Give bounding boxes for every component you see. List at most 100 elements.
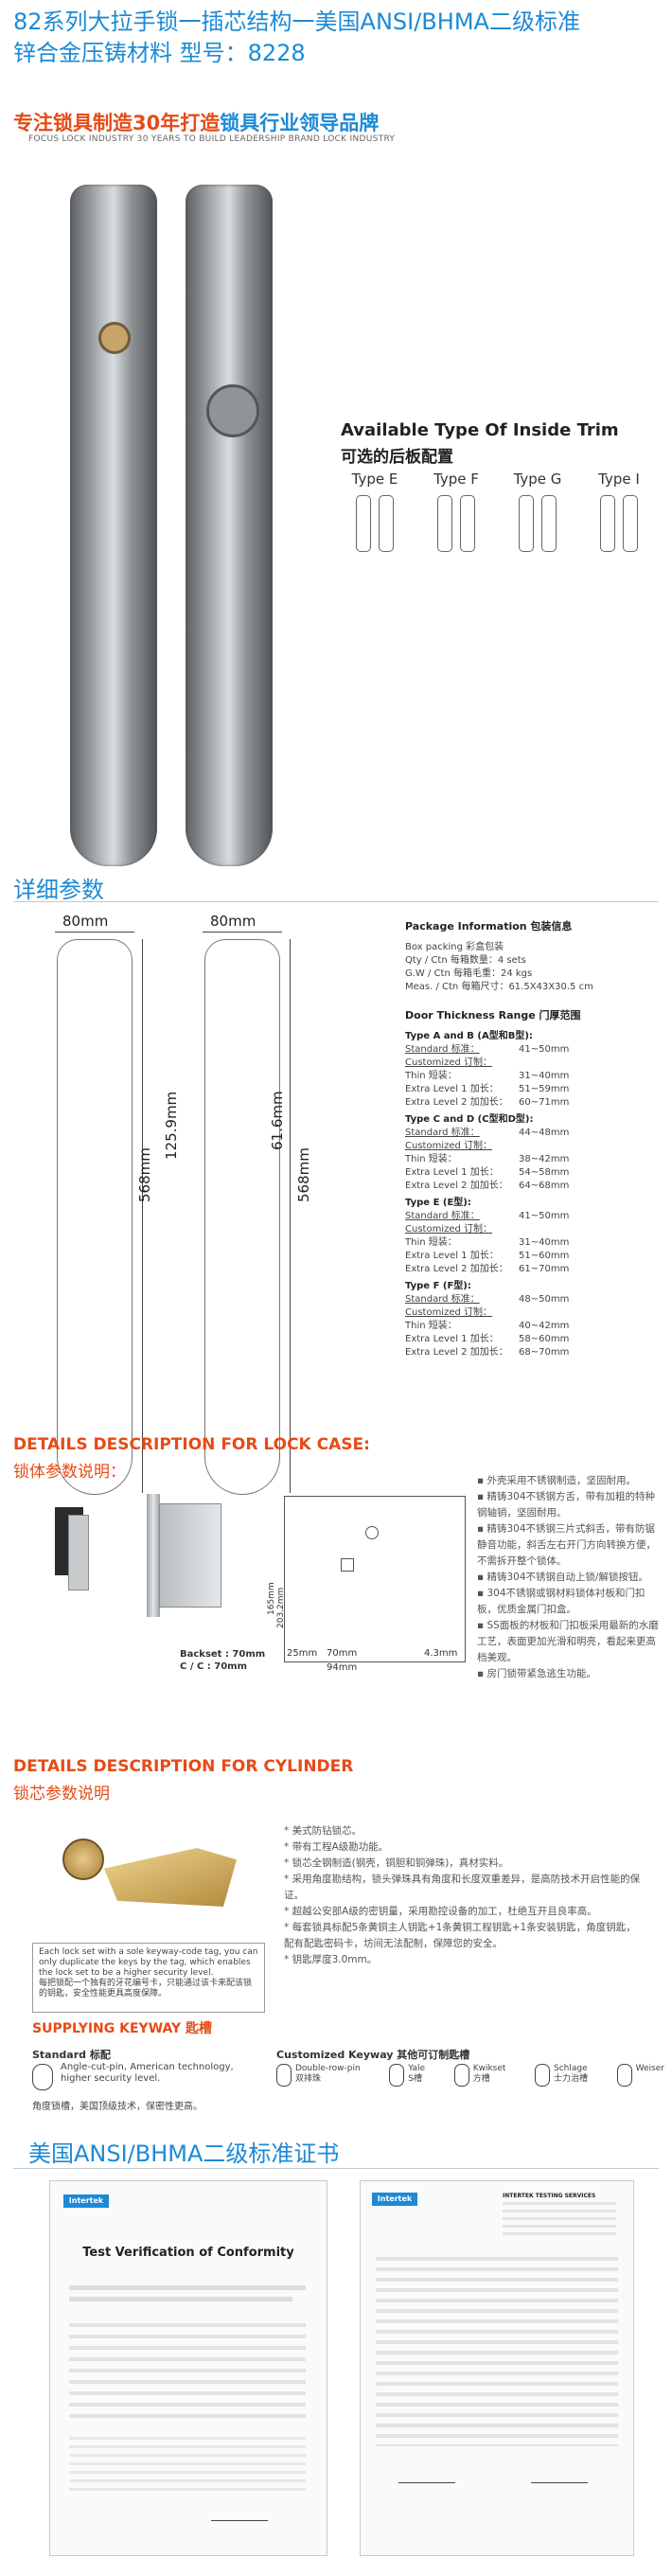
keyway-option: Weiser <box>616 2064 664 2087</box>
feature-item: * 钥匙厚度3.0mm。 <box>284 1954 378 1965</box>
certificate-title: Test Verification of Conformity <box>82 2246 294 2260</box>
certificate-table-image <box>69 2323 306 2418</box>
certs-heading: 美国ANSI/BHMA二级标准证书 <box>28 2141 340 2167</box>
door-thickness-row: Standard 标准： 44~48mm <box>405 1127 661 1140</box>
door-thickness-row: Standard 标准：48~50mm <box>405 1293 661 1306</box>
trim-plate-image <box>460 495 475 552</box>
door-thickness-label: Customized 订制： <box>405 1224 493 1235</box>
dimension-line <box>203 932 282 933</box>
door-thickness-row: Customized 订制： <box>405 1223 661 1236</box>
height-label-a: 568mm <box>136 1147 153 1202</box>
document-text-block <box>503 2202 616 2240</box>
door-thickness-value: 68~70mm <box>519 1347 570 1358</box>
trim-plate-image <box>356 495 371 552</box>
door-thickness-value: 40~42mm <box>519 1321 570 1331</box>
door-thickness-row: Extra Level 2 加加长：61~70mm <box>405 1263 661 1276</box>
keyway-shape-icon <box>276 2064 292 2087</box>
intertek-logo: Intertek <box>372 2193 417 2206</box>
door-thickness-label: Thin 短装： <box>405 1321 457 1331</box>
standard-keyway-row: Angle-cut-pin, American technology, high… <box>32 2062 250 2096</box>
door-thickness-value: 41~50mm <box>519 1211 570 1221</box>
door-thickness-row: Extra Level 2 加加长：68~70mm <box>405 1346 661 1359</box>
package-line: G.W / Ctn 每箱毛重：24 kgs <box>405 968 533 979</box>
feature-item: * 美式防钻锁芯。 <box>284 1825 363 1837</box>
door-thickness-value: 38~42mm <box>519 1154 570 1164</box>
door-thickness-row: Customized 订制： <box>405 1057 661 1070</box>
door-type-title: Type A and B (A型和B型): <box>405 1031 533 1041</box>
lockcase-drawing <box>284 1496 466 1662</box>
trim-title-cn: 可选的后板配置 <box>341 448 453 467</box>
door-thickness-label: Standard 标准： <box>405 1128 480 1138</box>
slogan-part-a: 专注锁具制造30年打造 <box>13 112 221 134</box>
door-thickness-row: Customized 订制： <box>405 1140 661 1153</box>
keyway-shape-icon <box>389 2064 405 2087</box>
dim-label: 203.2mm <box>276 1587 286 1628</box>
door-thickness-row: Extra Level 1 加长：58~60mm <box>405 1333 661 1346</box>
door-thickness-row: Customized 订制： <box>405 1306 661 1320</box>
door-thickness-value: 51~59mm <box>519 1084 570 1094</box>
door-type-title: Type F (F型): <box>405 1281 471 1291</box>
signature-image <box>398 2465 455 2483</box>
document-text-line <box>69 2285 306 2290</box>
door-thickness-label: Extra Level 1 加长： <box>405 1167 499 1178</box>
keyway-heading: SUPPLYING KEYWAY 匙槽 <box>32 2021 213 2036</box>
door-thickness-label: Thin 短装： <box>405 1071 457 1081</box>
door-thickness-label: Extra Level 1 加长： <box>405 1251 499 1261</box>
door-type-title: Type E (E型): <box>405 1198 471 1208</box>
feature-item: * 锁芯全钢制造(钢壳，铜胆和铜弹珠)，真材实料。 <box>284 1857 509 1869</box>
standard-label: Standard 标配 <box>32 2049 111 2061</box>
certificate-left: Intertek Test Verification of Conformity <box>49 2180 327 2556</box>
feature-item: ▪ 精铸304不锈钢方舌，带有加粗的特种钢轴销，坚固耐用。 <box>477 1491 656 1519</box>
cylinder-hole-drawing <box>365 1526 379 1539</box>
lockcase-heading-cn: 锁体参数说明： <box>13 1463 126 1482</box>
strike-plate-image <box>68 1515 89 1590</box>
door-thickness-label: Customized 订制： <box>405 1057 493 1068</box>
trim-plate-image <box>623 495 638 552</box>
faceplate-image <box>147 1494 160 1617</box>
signature-image <box>531 2465 588 2483</box>
thumbturn-knob-image <box>206 384 259 437</box>
trim-title-en: Available Type Of Inside Trim <box>341 420 619 440</box>
lockcase-features: ▪ 外壳采用不锈钢制造，坚固耐用。 ▪ 精铸304不锈钢方舌，带有加粗的特种钢轴… <box>477 1473 663 1682</box>
feature-item: ▪ SS面板的材板和门扣板采用最新的水磨工艺，表面更加光滑和明亮，看起来更高档美… <box>477 1620 659 1663</box>
dim-label: 94mm <box>327 1662 358 1673</box>
dim-label: 70mm <box>327 1648 358 1659</box>
keyway-code-card: Each lock set with a sole keyway-code ta… <box>32 1943 265 2013</box>
keyway-shape-icon <box>453 2064 469 2087</box>
trim-plate-image <box>541 495 557 552</box>
keyway-shape-icon <box>616 2064 632 2087</box>
door-thickness-label: Thin 短装： <box>405 1154 457 1164</box>
cylinder-image <box>98 322 131 354</box>
trim-plate-image <box>519 495 534 552</box>
door-thickness-row: Standard 标准：41~50mm <box>405 1043 661 1057</box>
feature-item: ▪ 精铸304不锈钢三片式斜舌，带有防锯静音功能，斜舌左右开门方向转换方便，不需… <box>477 1523 656 1567</box>
slogan-en: FOCUS LOCK INDUSTRY 30 YEARS TO BUILD LE… <box>28 134 396 144</box>
dim-label: 165mm <box>267 1582 276 1615</box>
cylinder-heading-cn: 锁芯参数说明 <box>13 1785 110 1803</box>
door-thickness-value: 44~48mm <box>519 1128 570 1138</box>
card-text-cn: 每把锁配一个独有的牙花编号卡，只能通过该卡来配该锁的钥匙，安全性能更具高度保障。 <box>39 1979 253 1999</box>
feature-item: * 每套锁具标配5条黄铜主人钥匙+1条黄铜工程钥匙+1条安装钥匙，角度钥匙，配有… <box>284 1922 636 1949</box>
door-thickness-value: 31~40mm <box>519 1071 570 1081</box>
cylinder-features: * 美式防钻锁芯。 * 带有工程A级勘功能。 * 锁芯全钢制造(钢壳，铜胆和铜弹… <box>284 1823 644 1968</box>
door-thickness-title: Door Thickness Range 门厚范围 <box>405 1009 581 1022</box>
feature-item: ▪ 外壳采用不锈钢制造，坚固耐用。 <box>477 1475 636 1486</box>
details-heading: 详细参数 <box>13 877 104 903</box>
divider <box>13 901 659 902</box>
door-thickness-row: Extra Level 2 加加长：60~71mm <box>405 1096 661 1110</box>
trim-plate-image <box>437 495 452 552</box>
door-thickness-row: Extra Level 1 加长：51~60mm <box>405 1250 661 1263</box>
door-thickness-label: Customized 订制： <box>405 1307 493 1318</box>
title-line-2: 锌合金压铸材料 型号：8228 <box>13 40 306 66</box>
trim-plate-image <box>600 495 615 552</box>
cylinder-photo <box>62 1839 104 1880</box>
door-thickness-value: 64~68mm <box>519 1181 570 1191</box>
keys-photo <box>104 1848 237 1907</box>
width-label-a: 80mm <box>62 913 109 930</box>
slogan-part-b: 锁具行业领导品牌 <box>220 112 380 134</box>
door-thickness-row: Thin 短装：31~40mm <box>405 1236 661 1250</box>
